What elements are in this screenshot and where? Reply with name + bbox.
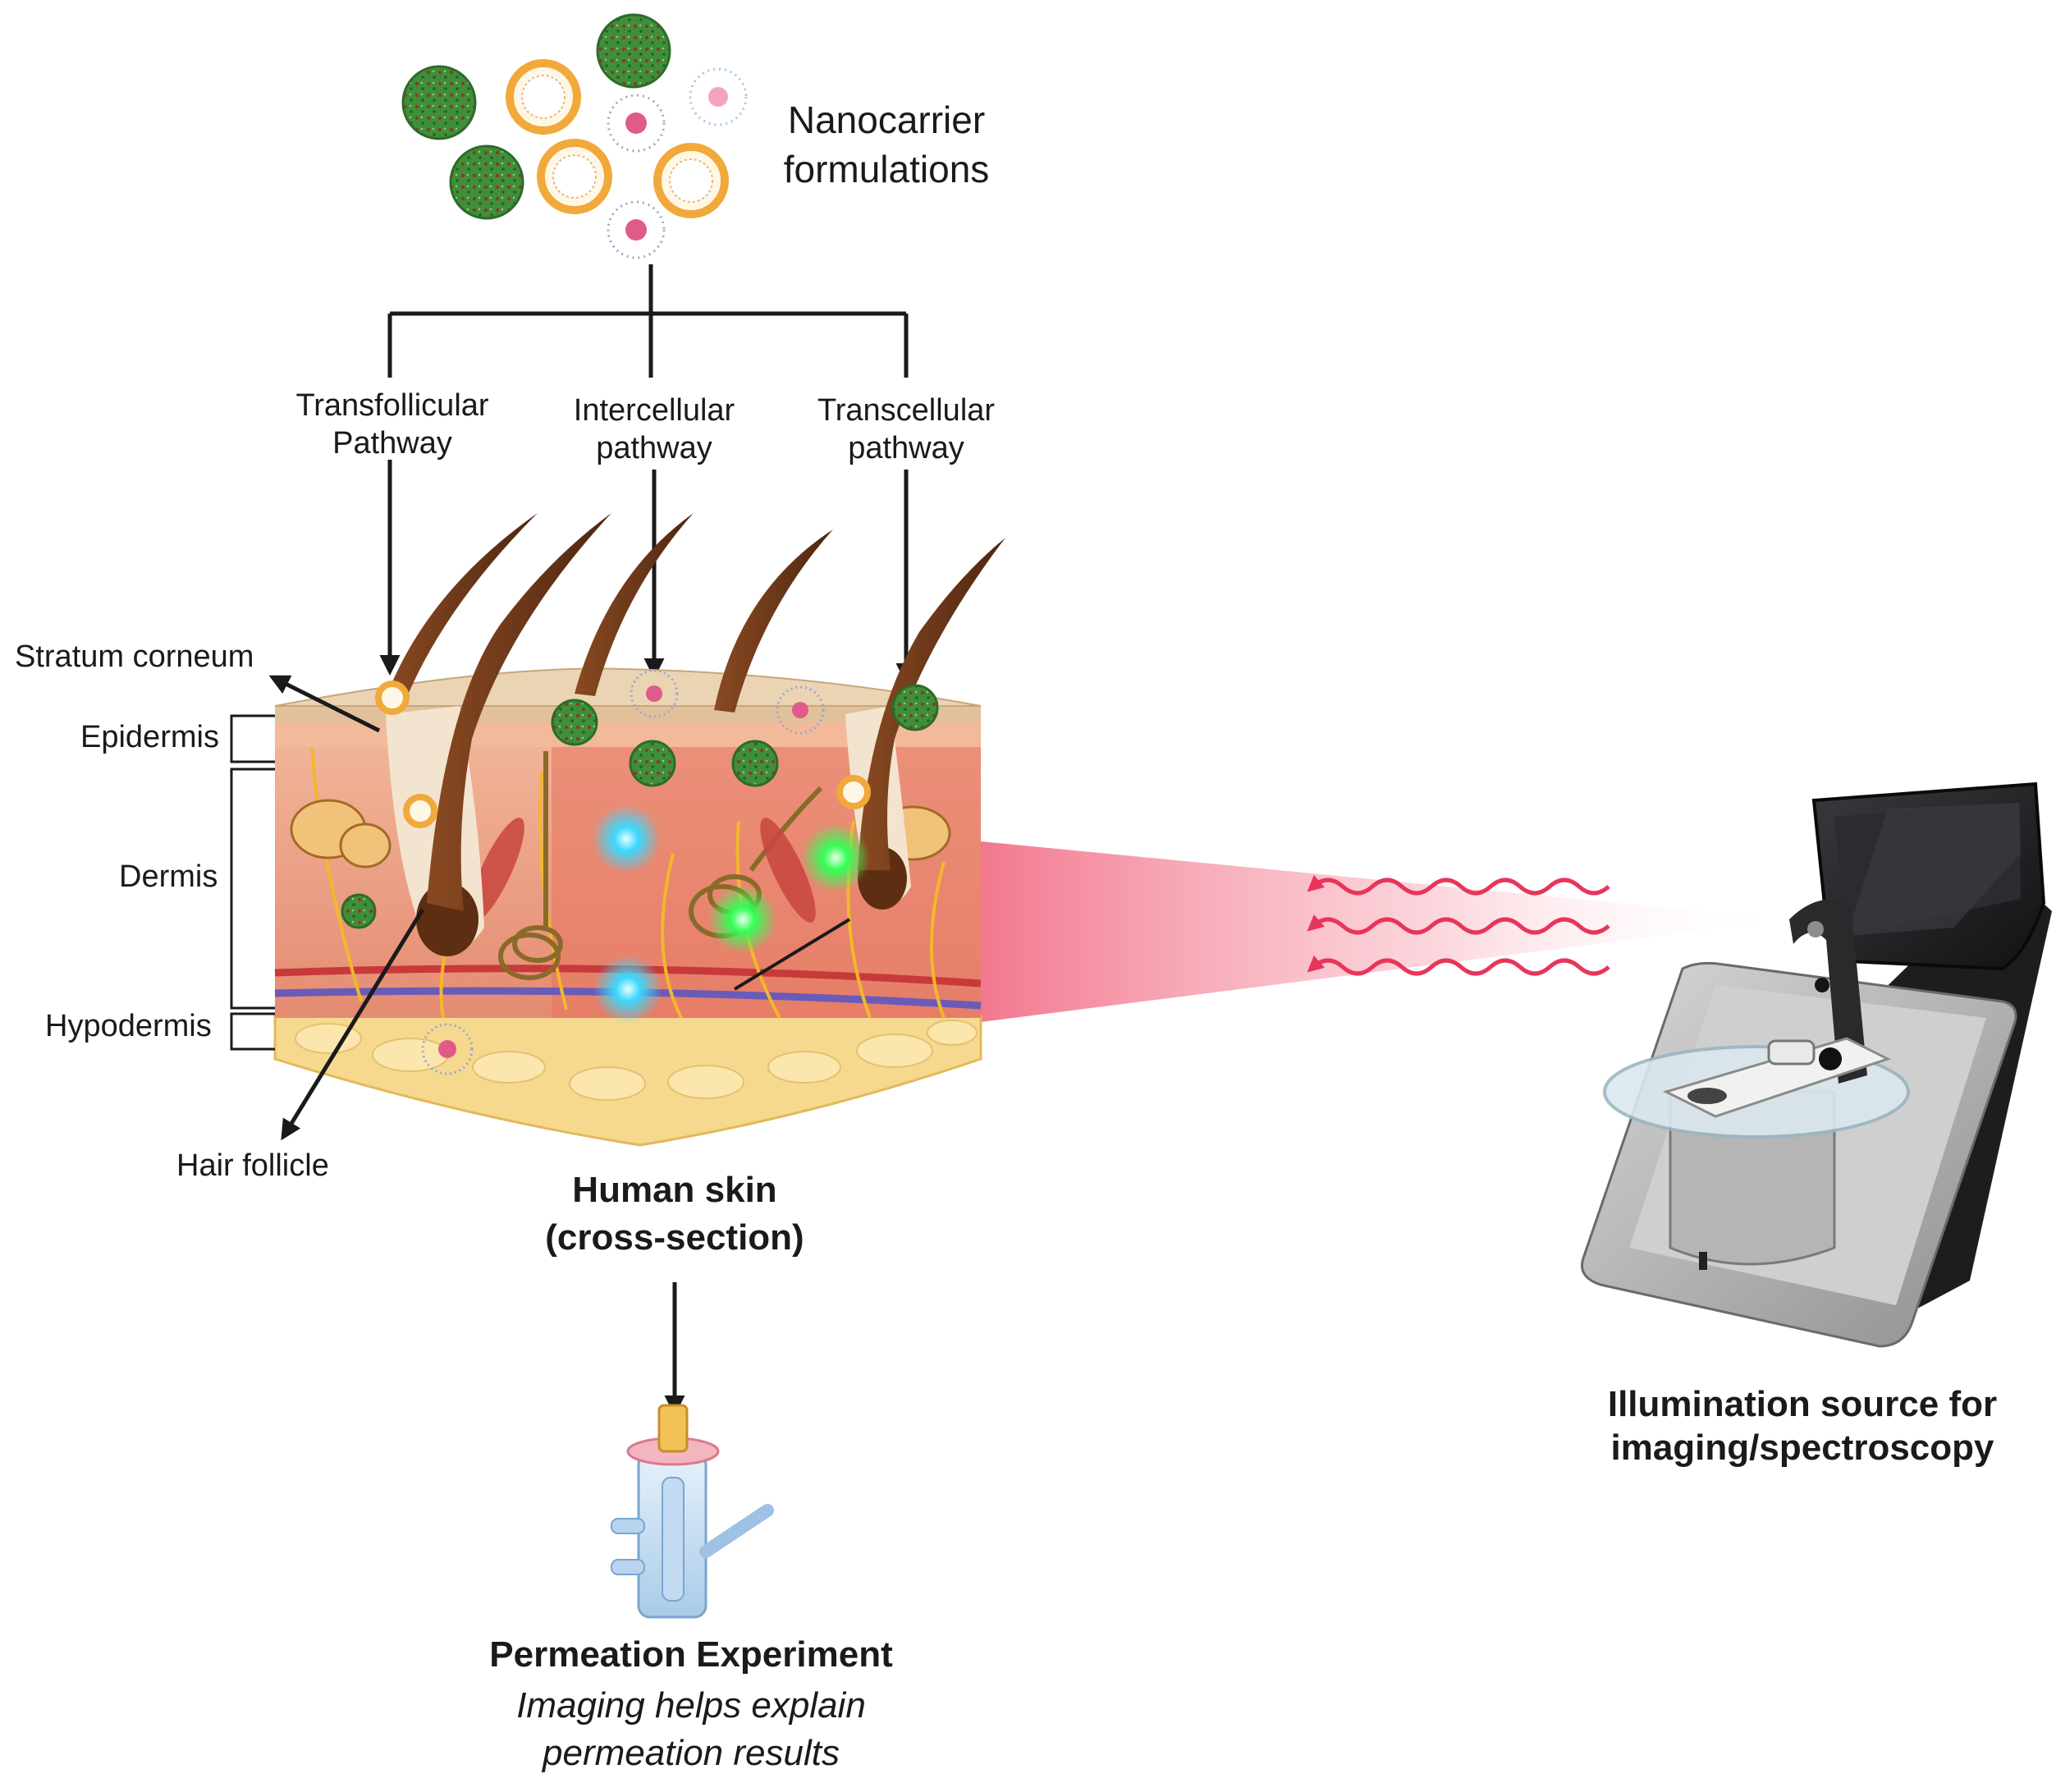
transfollicular-label-line2: Pathway xyxy=(332,426,452,461)
nanocarrier-cluster xyxy=(401,13,748,259)
transcellular-label-line2: pathway xyxy=(848,431,964,465)
permeation-title: Permeation Experiment xyxy=(489,1634,893,1675)
stratum-corneum-label: Stratum corneum xyxy=(15,639,254,674)
imaging-device-icon xyxy=(1581,781,2052,1348)
fluorescence-signals xyxy=(592,804,870,1024)
transfollicular-label-line1: Transfollicular xyxy=(295,388,488,423)
illumination-label-line1: Illumination source for xyxy=(1608,1384,1997,1424)
micelle-icon xyxy=(607,67,748,259)
pathway-connector xyxy=(379,264,917,684)
skin-title-line1: Human skin xyxy=(572,1170,776,1210)
intercellular-label-line1: Intercellular xyxy=(574,393,735,428)
permeation-subtitle-line2: permeation results xyxy=(541,1733,840,1773)
nanocarrier-label-line1: Nanocarrier xyxy=(788,99,985,141)
light-beam xyxy=(981,841,1789,1022)
hypodermis-label: Hypodermis xyxy=(45,1009,212,1043)
stratum-corneum-pointer xyxy=(268,675,381,733)
skin-title-line2: (cross-section) xyxy=(545,1217,804,1258)
hair-follicle-pointer xyxy=(281,908,425,1141)
franz-cell-icon xyxy=(611,1404,774,1619)
inner-pointer xyxy=(733,918,851,991)
liposome-icon xyxy=(506,59,729,218)
dermis-label: Dermis xyxy=(119,859,218,894)
epidermis-label: Epidermis xyxy=(80,720,219,754)
hair-follicle-label: Hair follicle xyxy=(176,1148,329,1183)
wave-arrow-icon xyxy=(1307,874,1610,976)
nanocarrier-label-line2: formulations xyxy=(784,148,990,190)
transcellular-label-line1: Transcellular xyxy=(817,393,995,428)
permeation-subtitle-line1: Imaging helps explain xyxy=(516,1685,866,1726)
intercellular-label-line2: pathway xyxy=(596,431,712,465)
skin-cross-section xyxy=(273,513,1005,1147)
illumination-label-line2: imaging/spectroscopy xyxy=(1610,1428,1994,1468)
polymeric-nanoparticle-icon xyxy=(401,13,671,220)
layer-brackets xyxy=(230,714,275,1051)
